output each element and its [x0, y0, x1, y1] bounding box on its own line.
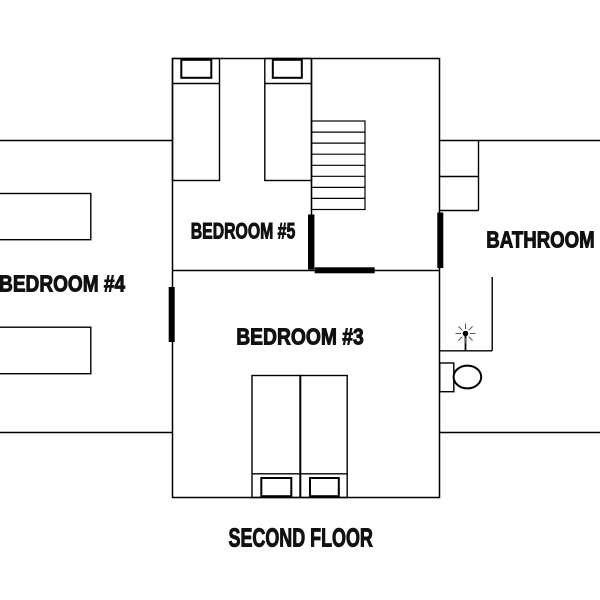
svg-text:SECOND FLOOR: SECOND FLOOR: [229, 523, 373, 552]
svg-text:BEDROOM #3: BEDROOM #3: [236, 324, 364, 350]
svg-text:BEDROOM #4: BEDROOM #4: [0, 271, 125, 297]
svg-text:BEDROOM #5: BEDROOM #5: [191, 219, 296, 244]
svg-text:BATHROOM: BATHROOM: [486, 228, 594, 253]
